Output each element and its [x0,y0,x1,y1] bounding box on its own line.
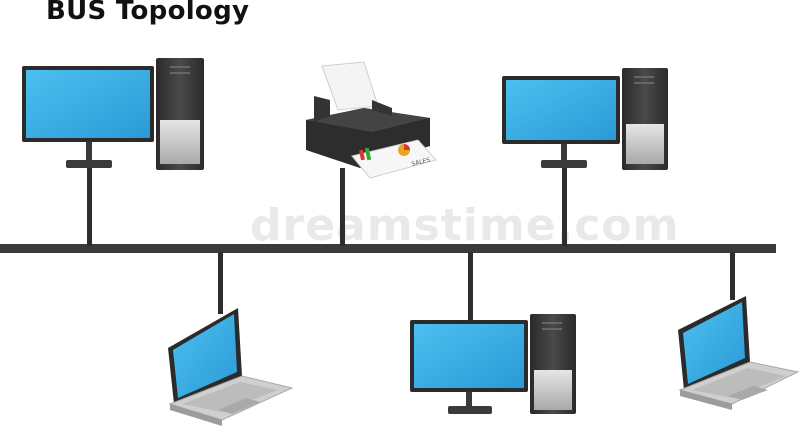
drop-cable [340,168,345,246]
watermark: dreamstime.com [250,200,680,251]
drop-cable [87,168,92,246]
drop-cable [562,168,567,246]
desktop-icon [502,68,668,170]
diagram-title: BUS Topology [46,0,250,26]
printout-label: SALES [411,157,431,168]
desktop-icon [410,314,576,414]
laptop-icon [678,296,800,410]
laptop-icon [168,308,294,426]
bus-line [0,244,776,253]
drop-cable [730,252,735,300]
drop-cable [468,252,473,322]
printer-icon: SALES [306,61,437,179]
drop-cable [218,252,223,314]
desktop-icon [22,58,204,170]
